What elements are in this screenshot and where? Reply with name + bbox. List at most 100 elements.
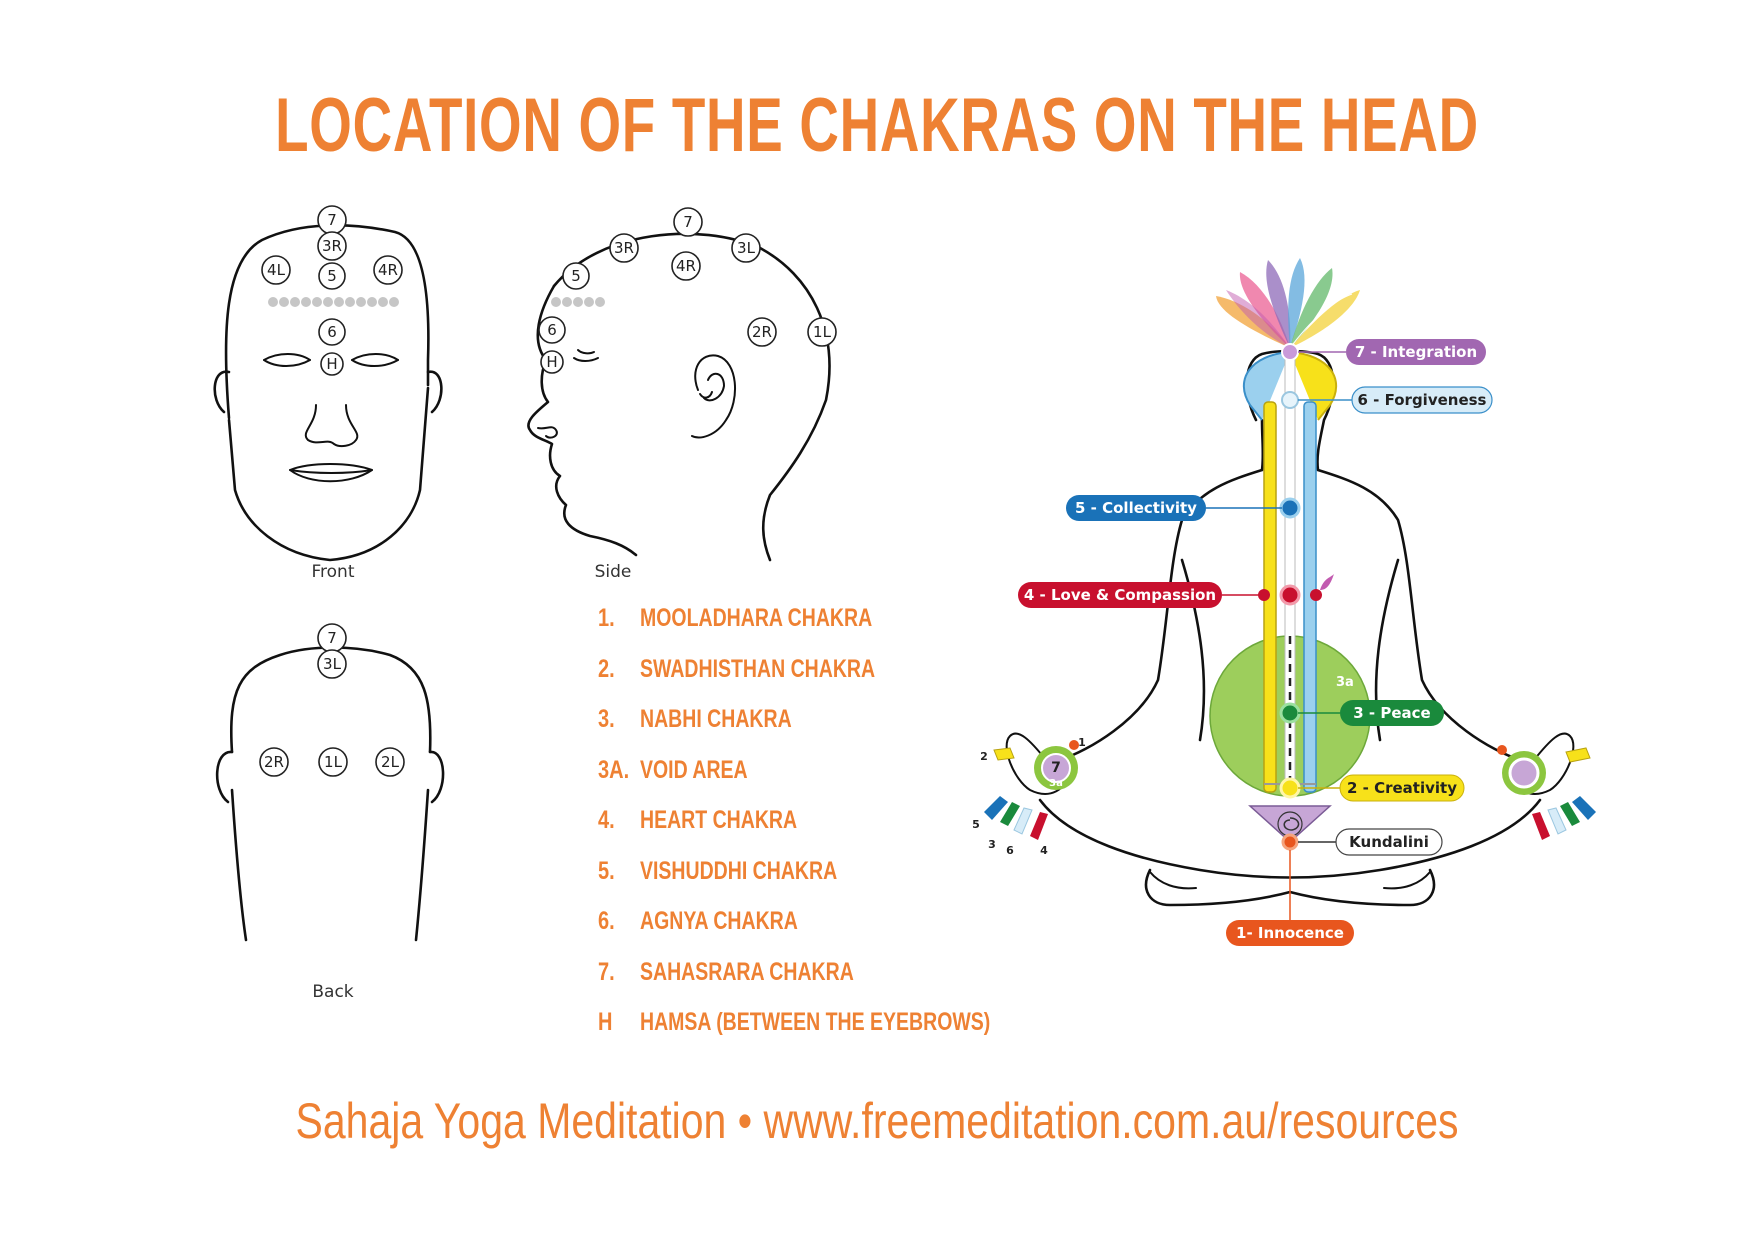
front-label: Front [312, 562, 355, 582]
back-markers: 7 3L 2R 1L 2L [259, 623, 405, 777]
left-hand: 7 3a [984, 732, 1079, 840]
marker-front-h: H [320, 352, 344, 376]
legend-name: MOOLADHARA CHAKRA [640, 604, 873, 632]
marker-back-2l: 2L [375, 747, 405, 777]
marker-side-6: 6 [538, 316, 566, 344]
svg-text:1: 1 [1078, 736, 1086, 749]
svg-text:1- Innocence: 1- Innocence [1236, 924, 1344, 942]
svg-text:3R: 3R [322, 237, 342, 255]
pill-love-compassion: 4 - Love & Compassion [1018, 582, 1222, 608]
palm-sub-label: 3a [1049, 778, 1063, 789]
svg-text:5: 5 [972, 818, 980, 831]
legend-name: HAMSA (BETWEEN THE EYEBROWS) [640, 1008, 991, 1036]
chakra-legend: 1.MOOLADHARA CHAKRA 2.SWADHISTHAN CHAKRA… [598, 604, 1018, 1059]
svg-text:7: 7 [327, 629, 337, 647]
marker-front-7: 7 [317, 205, 347, 235]
svg-text:6 - Forgiveness: 6 - Forgiveness [1358, 391, 1487, 409]
lotus-icon [1216, 258, 1360, 349]
svg-text:5: 5 [571, 267, 581, 285]
legend-item: 1.MOOLADHARA CHAKRA [598, 604, 1018, 655]
svg-text:4: 4 [1040, 844, 1048, 857]
legend-num: 5. [598, 856, 615, 885]
legend-name: VISHUDDHI CHAKRA [640, 856, 838, 885]
legend-item: 2.SWADHISTHAN CHAKRA [598, 655, 1018, 706]
finger-numbers: 1 2 5 3 6 4 [972, 736, 1086, 857]
side-label: Side [595, 562, 632, 582]
marker-front-5: 5 [318, 262, 346, 290]
legend-item: 5. VISHUDDHI CHAKRA [598, 857, 1018, 908]
svg-text:Kundalini: Kundalini [1349, 833, 1429, 851]
marker-back-2r: 2R [259, 747, 289, 777]
svg-text:5 - Collectivity: 5 - Collectivity [1075, 499, 1197, 517]
legend-num: 6. [598, 907, 615, 935]
svg-text:1L: 1L [813, 323, 832, 341]
pill-creativity: 2 - Creativity [1339, 774, 1465, 802]
pill-integration: 7 - Integration [1346, 339, 1486, 365]
legend-name: SWADHISTHAN CHAKRA [640, 654, 876, 683]
marker-back-1l: 1L [318, 747, 348, 777]
marker-side-7: 7 [673, 207, 703, 237]
legend-num: 3. [598, 705, 615, 733]
svg-text:2R: 2R [264, 753, 284, 771]
svg-text:6: 6 [547, 321, 557, 339]
legend-name: VOID AREA [640, 755, 748, 784]
svg-text:1L: 1L [324, 753, 343, 771]
marker-back-7: 7 [317, 623, 347, 653]
palm-center-label: 7 [1051, 760, 1061, 776]
svg-text:2: 2 [980, 750, 988, 763]
marker-front-6: 6 [318, 318, 346, 346]
front-dot-row [268, 297, 399, 307]
front-markers: 7 3R 4L 5 4R 6 H [261, 205, 403, 376]
footer-credit: Sahaja Yoga Meditation • www.freemeditat… [295, 1093, 1459, 1149]
svg-text:7: 7 [683, 213, 693, 231]
svg-text:2L: 2L [381, 753, 400, 771]
svg-text:4R: 4R [378, 261, 398, 279]
legend-item: 6. AGNYA CHAKRA [598, 907, 1018, 958]
marker-side-h: H [540, 350, 564, 374]
marker-back-3l: 3L [317, 649, 347, 679]
marker-side-2r: 2R [747, 317, 777, 347]
pill-kundalini: Kundalini [1335, 828, 1443, 856]
svg-text:H: H [546, 353, 557, 371]
marker-side-5: 5 [562, 262, 590, 290]
legend-name: SAHASRARA CHAKRA [640, 957, 854, 986]
svg-text:H: H [326, 355, 337, 373]
svg-text:6: 6 [1006, 844, 1014, 857]
svg-text:4L: 4L [267, 261, 286, 279]
svg-text:4R: 4R [676, 257, 696, 275]
legend-name: NABHI CHAKRA [640, 705, 792, 733]
svg-text:4 - Love & Compassion: 4 - Love & Compassion [1024, 586, 1216, 604]
svg-text:3 - Peace: 3 - Peace [1353, 704, 1430, 722]
svg-text:6: 6 [327, 323, 337, 341]
marker-side-3r: 3R [609, 233, 639, 263]
legend-item: 4. HEART CHAKRA [598, 806, 1018, 857]
legend-item: 7. SAHASRARA CHAKRA [598, 958, 1018, 1009]
legend-name: HEART CHAKRA [640, 806, 798, 834]
back-label: Back [312, 982, 353, 1002]
back-head-drawing [215, 646, 445, 942]
legend-name: AGNYA CHAKRA [640, 907, 798, 935]
side-dot-row [551, 297, 605, 307]
pill-collectivity: 5 - Collectivity [1066, 495, 1206, 521]
marker-front-3r: 3R [317, 231, 347, 261]
svg-text:3R: 3R [614, 239, 634, 257]
svg-text:7 - Integration: 7 - Integration [1355, 343, 1477, 361]
marker-side-1l: 1L [807, 317, 837, 347]
legend-num: 7. [598, 957, 615, 986]
svg-text:5: 5 [327, 267, 337, 285]
void-label: 3a [1336, 675, 1354, 690]
pill-forgiveness: 6 - Forgiveness [1351, 386, 1493, 414]
svg-text:7: 7 [327, 211, 337, 229]
marker-side-3l: 3L [731, 233, 761, 263]
pill-innocence: 1- Innocence [1226, 920, 1354, 946]
svg-text:3L: 3L [323, 655, 342, 673]
svg-text:3: 3 [988, 838, 996, 851]
legend-num: 4. [598, 806, 615, 834]
legend-num: 3A. [598, 755, 630, 784]
svg-text:3L: 3L [737, 239, 756, 257]
front-head-drawing [213, 223, 443, 562]
marker-front-4l: 4L [261, 255, 291, 285]
label-connectors [1206, 351, 1352, 920]
